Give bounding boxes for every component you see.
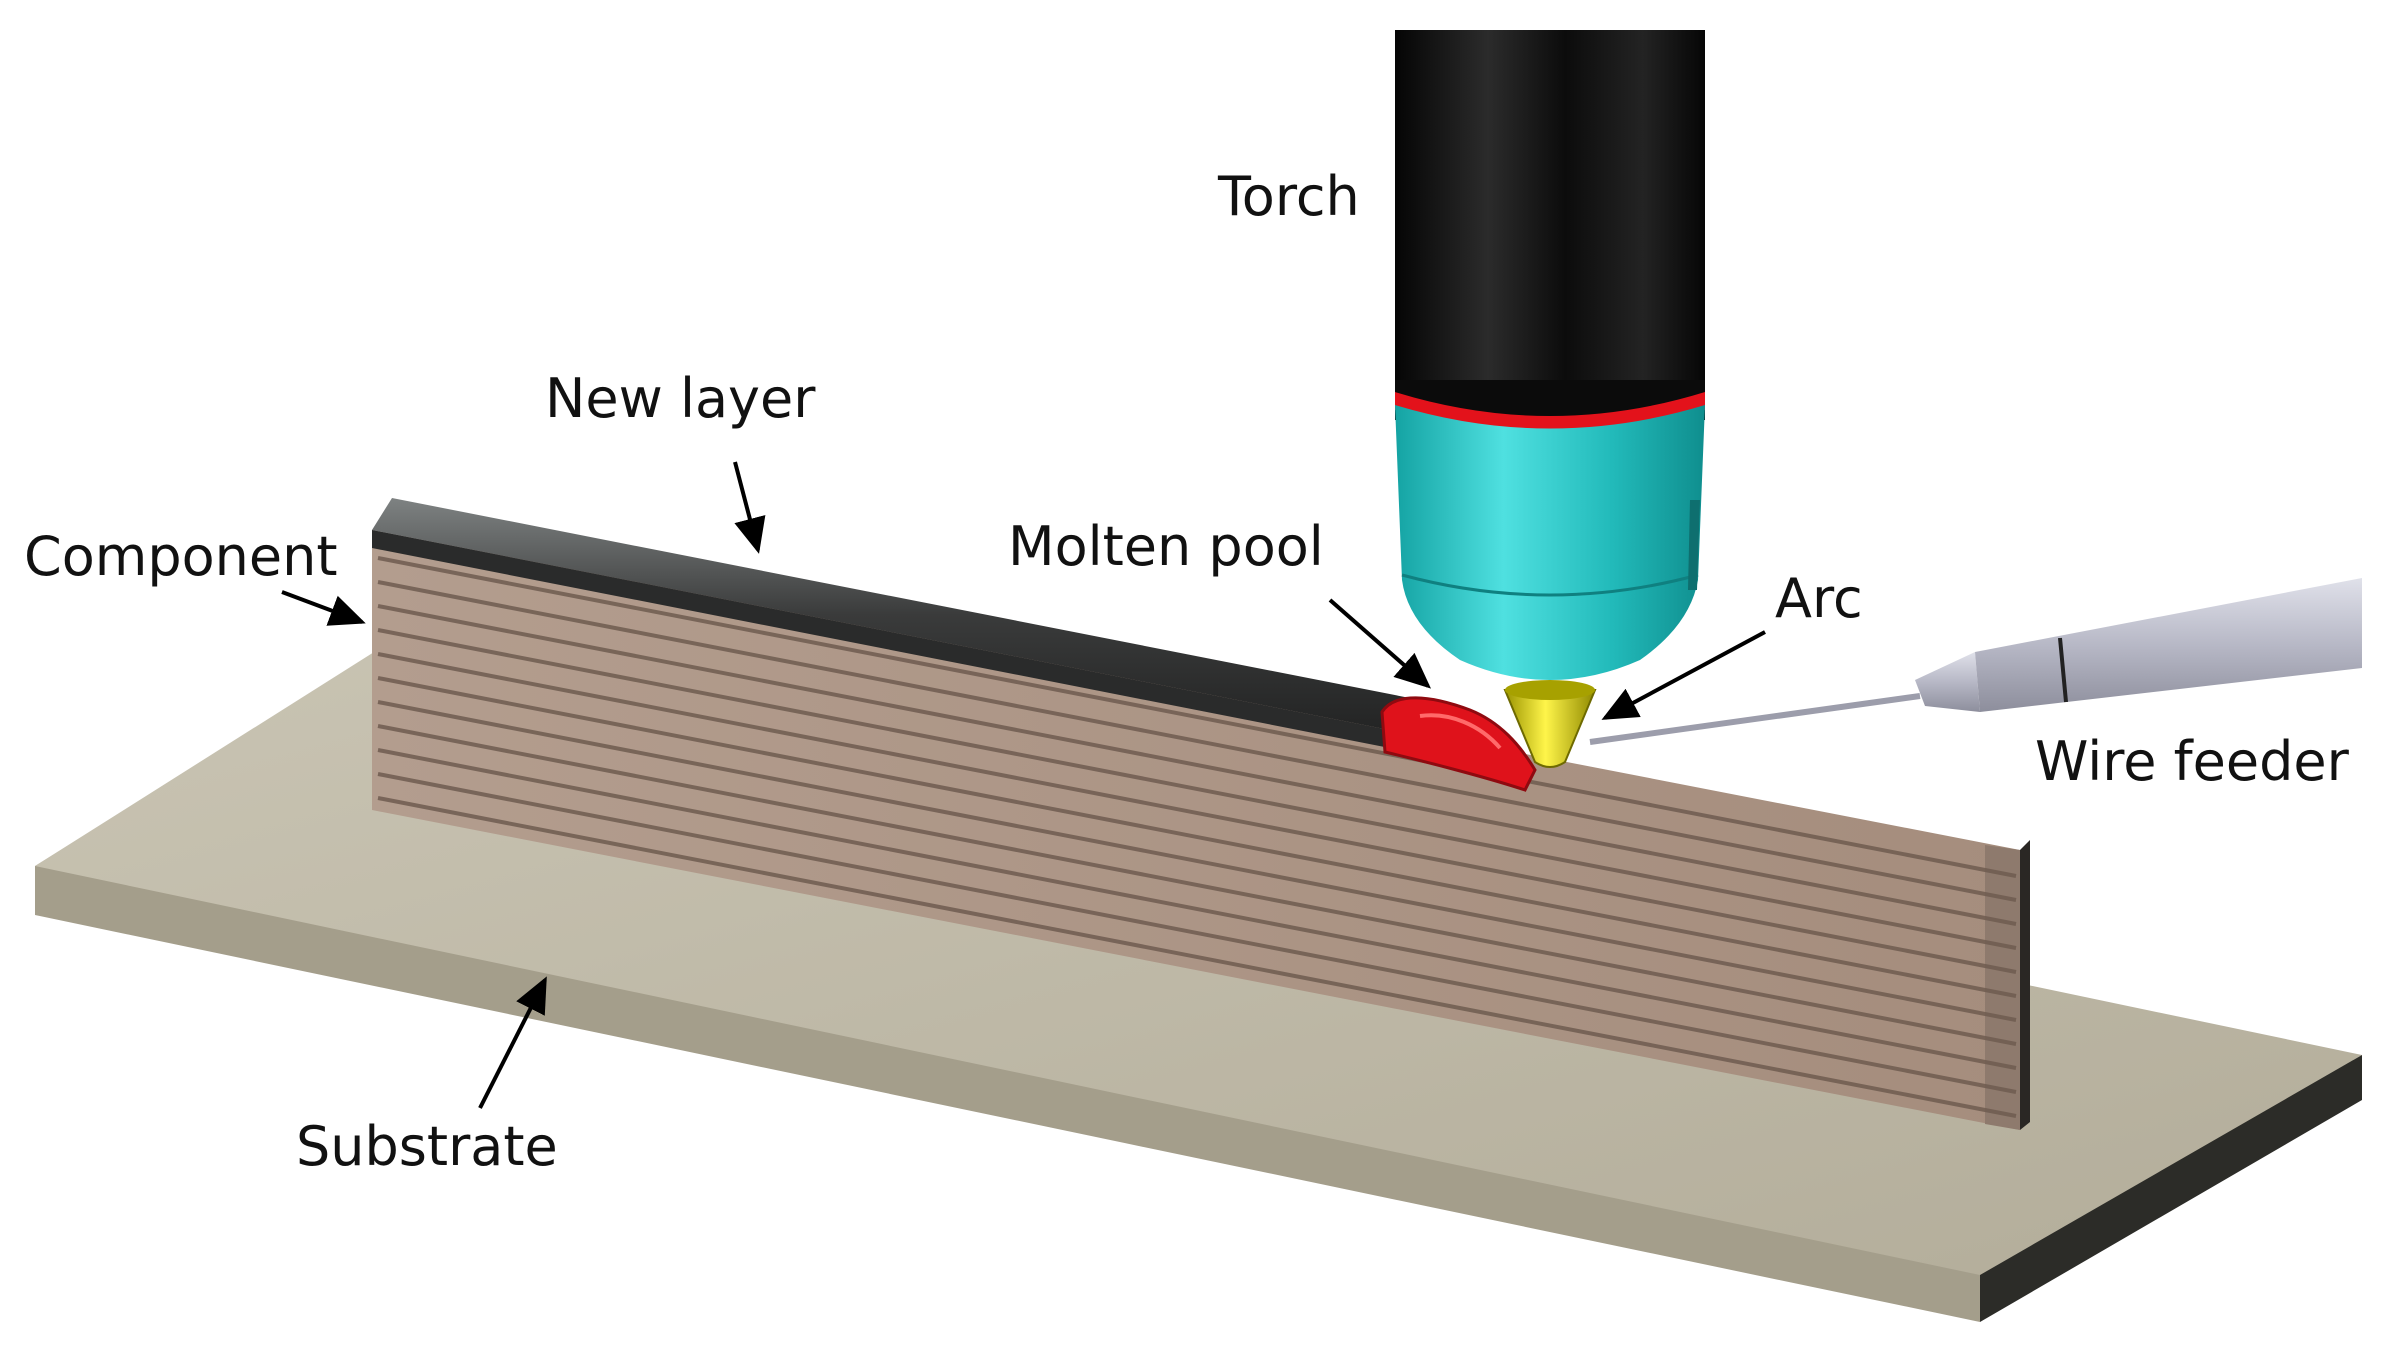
arc-top <box>1505 680 1595 700</box>
arrow-arc <box>1601 630 1766 720</box>
component-wall <box>372 498 2030 1130</box>
torch <box>1395 30 1705 768</box>
component-end-face <box>2020 840 2030 1130</box>
torch-nozzle-band <box>1401 573 1699 597</box>
label-arc: Arc <box>1775 567 1863 630</box>
torch-body <box>1395 30 1705 390</box>
wire-feeder-body <box>1975 578 2362 712</box>
new-layer-bead <box>372 498 1420 732</box>
wire-feeder-tip <box>1915 652 1980 712</box>
arrow-new-layer <box>733 461 766 554</box>
deposited-layer-lines <box>377 556 2017 1118</box>
component-right-shadow <box>1985 845 2020 1130</box>
arc <box>1503 689 1597 768</box>
label-component: Component <box>24 525 338 588</box>
molten-pool-highlight <box>1419 713 1502 750</box>
label-substrate: Substrate <box>296 1115 558 1178</box>
torch-nozzle-clip <box>1688 500 1700 590</box>
label-torch: Torch <box>1218 165 1360 228</box>
label-new-layer: New layer <box>545 367 816 430</box>
torch-nozzle <box>1395 405 1705 680</box>
substrate-side-face <box>1980 1055 2362 1322</box>
component-front-face <box>372 530 2020 1130</box>
arrow-substrate <box>478 976 547 1109</box>
arrow-component <box>281 590 366 626</box>
wire-feeder-seam <box>2058 637 2068 703</box>
label-wire-feeder: Wire feeder <box>2035 730 2349 793</box>
filler-wire <box>1589 693 1921 745</box>
annotation-arrows <box>281 461 1766 1109</box>
molten-pool <box>1380 696 1537 792</box>
arrow-molten-pool <box>1328 598 1432 689</box>
new-layer-front-strip <box>372 530 1400 750</box>
wire-feeder <box>1589 578 2362 745</box>
label-molten-pool: Molten pool <box>1008 515 1324 578</box>
